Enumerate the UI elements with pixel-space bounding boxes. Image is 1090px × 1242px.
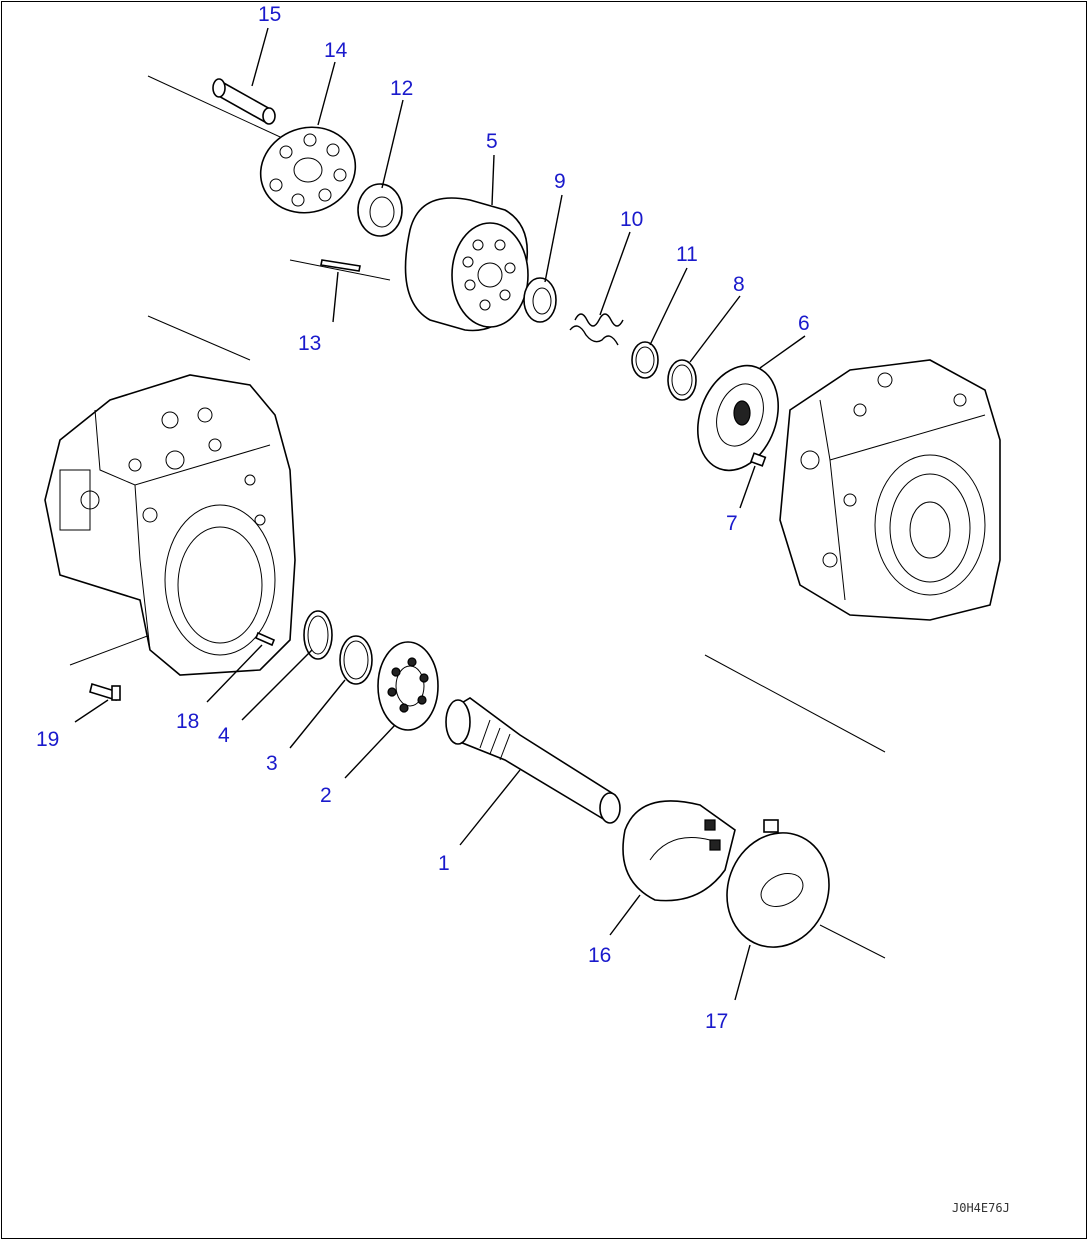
callout-15: 15	[258, 3, 281, 26]
part-17-cradle	[726, 819, 830, 948]
part-13-pin	[320, 259, 361, 272]
part-1-shaft	[445, 697, 621, 824]
part-11-ring	[631, 341, 659, 379]
callout-12: 12	[390, 77, 413, 100]
part-3-ring	[339, 635, 373, 685]
callout-4: 4	[218, 724, 230, 747]
part-9-bearing	[523, 277, 557, 323]
callout-18: 18	[176, 710, 199, 733]
pump-housing-left	[44, 374, 296, 676]
part-10-spring	[569, 313, 624, 346]
callout-19: 19	[36, 728, 59, 751]
callout-13: 13	[298, 332, 321, 355]
callout-8: 8	[733, 273, 745, 296]
part-19-bolt	[89, 682, 121, 702]
part-4-snap-ring	[303, 610, 333, 660]
part-2-bearing	[377, 641, 439, 731]
callout-17: 17	[705, 1010, 728, 1033]
callout-3: 3	[266, 752, 278, 775]
callout-2: 2	[320, 784, 332, 807]
callout-16: 16	[588, 944, 611, 967]
callout-9: 9	[554, 170, 566, 193]
callout-10: 10	[620, 208, 643, 231]
callout-1: 1	[438, 852, 450, 875]
part-15-piston	[212, 78, 276, 125]
part-5-cylinder-block	[404, 197, 529, 332]
callout-6: 6	[798, 312, 810, 335]
callout-7: 7	[726, 512, 738, 535]
part-6-valve-plate	[696, 364, 780, 472]
callout-11: 11	[676, 243, 698, 266]
pump-housing-right	[779, 359, 1001, 621]
callout-labels: 1 2 3 4 5 6 7 8 9 10 11 12 13 14 15 16 1…	[36, 3, 810, 1033]
part-7-pin	[749, 452, 767, 467]
callout-5: 5	[486, 130, 498, 153]
part-8-snap-ring	[667, 359, 697, 401]
part-12-bushing	[357, 183, 403, 237]
part-14-retainer-plate	[259, 126, 357, 214]
part-18-pin	[254, 631, 276, 647]
leader-lines	[74, 27, 806, 1001]
part-16-swash-plate	[622, 800, 736, 902]
drawing-code: J0H4E76J	[952, 1201, 1010, 1215]
callout-14: 14	[324, 39, 348, 62]
